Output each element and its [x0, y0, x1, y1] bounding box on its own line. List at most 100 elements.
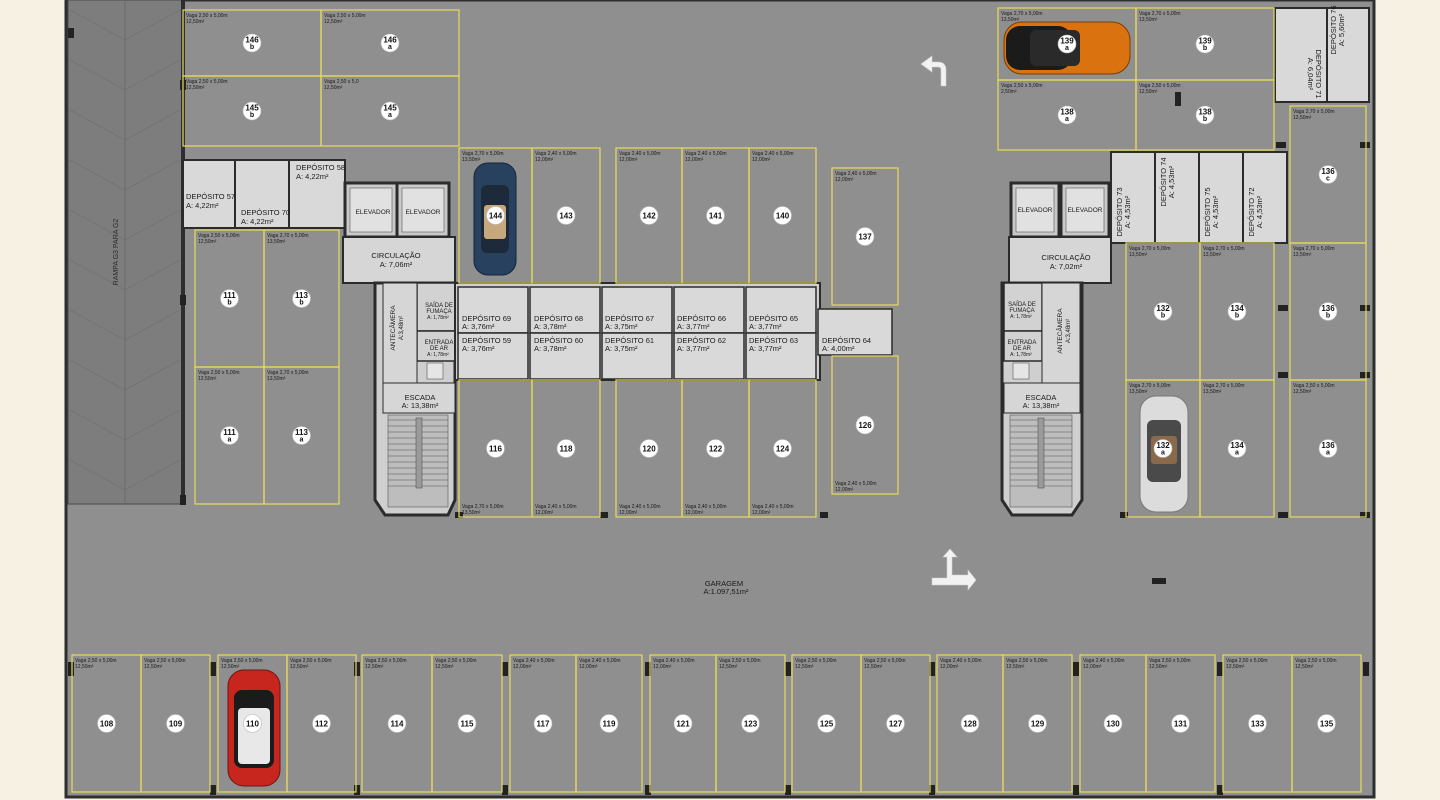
spot-number: 146	[245, 36, 259, 45]
spot-number: 110	[246, 720, 259, 729]
spot-number: 126	[858, 421, 872, 430]
spot-number-badge	[243, 714, 262, 733]
air-left-l3: A: 1,78m²	[427, 352, 449, 358]
spot-number-badge	[1171, 714, 1190, 733]
deposit-66-name: DEPÓSITO 66	[677, 314, 726, 323]
deposit-71-area: A: 6,04m²	[1306, 58, 1315, 91]
spot-number-badge	[639, 439, 659, 458]
spot-area: 12,00m²	[653, 664, 672, 670]
spot-area: 12,50m²	[1295, 664, 1314, 670]
spot-area: 13,50m²	[1293, 252, 1312, 258]
spot-suffix: b	[1235, 313, 1239, 320]
spot-dimension: Vaga 2,50 x 5,00m	[186, 79, 228, 85]
spot-number-badge	[1153, 302, 1173, 321]
spot-area: 12,00m²	[752, 157, 771, 163]
left-core	[182, 159, 893, 517]
spot-number-badge	[486, 206, 505, 225]
deposit-72-name: DEPÓSITO 72	[1247, 187, 1256, 236]
spot-dimension: Vaga 2,50 x 5,00m	[144, 658, 186, 664]
spot-number: 134	[1230, 304, 1244, 313]
deposit-76-area: A: 5,60m²	[1337, 13, 1346, 46]
spot-number: 146	[383, 36, 397, 45]
spot-dimension: Vaga 2,50 x 5,0	[324, 79, 359, 85]
spot-number: 136	[1321, 441, 1335, 450]
spot-area: 13,50m²	[1129, 252, 1148, 258]
spot-number-badge	[486, 439, 505, 458]
deposit-67-name: DEPÓSITO 67	[605, 314, 654, 323]
spot-dimension: Vaga 2,40 x 5,00m	[835, 481, 877, 487]
smoke-right-l1: SAÍDA DE	[1008, 301, 1036, 308]
spot-area: 13,50m²	[267, 239, 286, 245]
spot-number-badge	[220, 289, 239, 308]
spot-area: 12,00m²	[835, 487, 854, 493]
parking-lines	[71, 7, 1367, 793]
spot-number: 139	[1060, 37, 1074, 46]
spot-dimension: Vaga 2,50 x 5,00m	[1006, 658, 1048, 664]
deposit-76-name: DEPÓSITO 76	[1329, 5, 1338, 54]
spot-area: 12,50m²	[1139, 89, 1158, 95]
smoke-left-l1: SAÍDA DE	[425, 302, 453, 309]
spot-number-badge	[533, 714, 553, 733]
spot-suffix: b	[1326, 313, 1330, 320]
spot-dimension: Vaga 2,50 x 5,00m	[1295, 658, 1337, 664]
spot-area: 12,00m²	[835, 177, 854, 183]
spot-area: 13,50m²	[1129, 389, 1148, 395]
spot-number: 115	[461, 720, 474, 729]
spot-suffix: a	[388, 112, 392, 119]
spot-number: 113	[295, 428, 308, 437]
spot-area: 12,50m²	[1006, 664, 1025, 670]
circulation-left-area: A: 7,06m²	[380, 260, 413, 269]
spot-number-badge	[220, 426, 239, 445]
spot-dimension: Vaga 2,40 x 5,00m	[835, 171, 877, 177]
spot-suffix: b	[227, 300, 231, 307]
spot-number: 112	[315, 720, 328, 729]
spot-area: 13,50m²	[462, 510, 481, 516]
spot-area: 12,50m²	[324, 85, 343, 91]
spot-number: 122	[709, 445, 723, 454]
spot-suffix: a	[1326, 450, 1330, 457]
spot-number-badge	[380, 101, 400, 121]
deposit-64-name: DEPÓSITO 64	[822, 336, 871, 345]
spot-suffix: a	[1065, 45, 1069, 52]
spot-dimension: Vaga 2,70 x 5,00m	[1129, 246, 1171, 252]
spot-number-badge	[97, 714, 116, 733]
spot-number-badge	[457, 714, 477, 733]
spot-area: 13,50m²	[1139, 17, 1158, 23]
spot-number: 133	[1251, 720, 1265, 729]
spot-suffix: b	[1161, 313, 1165, 320]
spot-dimension: Vaga 2,50 x 5,00m	[719, 658, 761, 664]
spot-area: 13,50m²	[462, 157, 481, 163]
columns	[68, 26, 1370, 795]
stairs-left-name: ESCADA	[405, 393, 436, 402]
spot-suffix: b	[250, 112, 254, 119]
spot-number-badge	[639, 206, 659, 225]
spot-number: 118	[560, 445, 573, 454]
spot-number: 139	[1198, 37, 1212, 46]
deposit-70-area: A: 4,22m²	[241, 217, 274, 226]
spot-number: 145	[245, 104, 259, 113]
spot-dimension: Vaga 2,50 x 5,00m	[1001, 83, 1043, 89]
smoke-right-l3: A: 1,78m²	[1010, 314, 1032, 320]
spot-number: 120	[642, 445, 656, 454]
spot-number-badge	[1028, 714, 1047, 733]
spot-suffix: b	[1203, 116, 1207, 123]
spot-number-badge	[556, 439, 576, 458]
spot-area: 12,00m²	[685, 157, 704, 163]
spot-area: 12,50m²	[75, 664, 94, 670]
spot-number-badge	[292, 426, 311, 445]
spot-number-badge	[706, 439, 725, 458]
spot-number-badge	[773, 206, 792, 225]
